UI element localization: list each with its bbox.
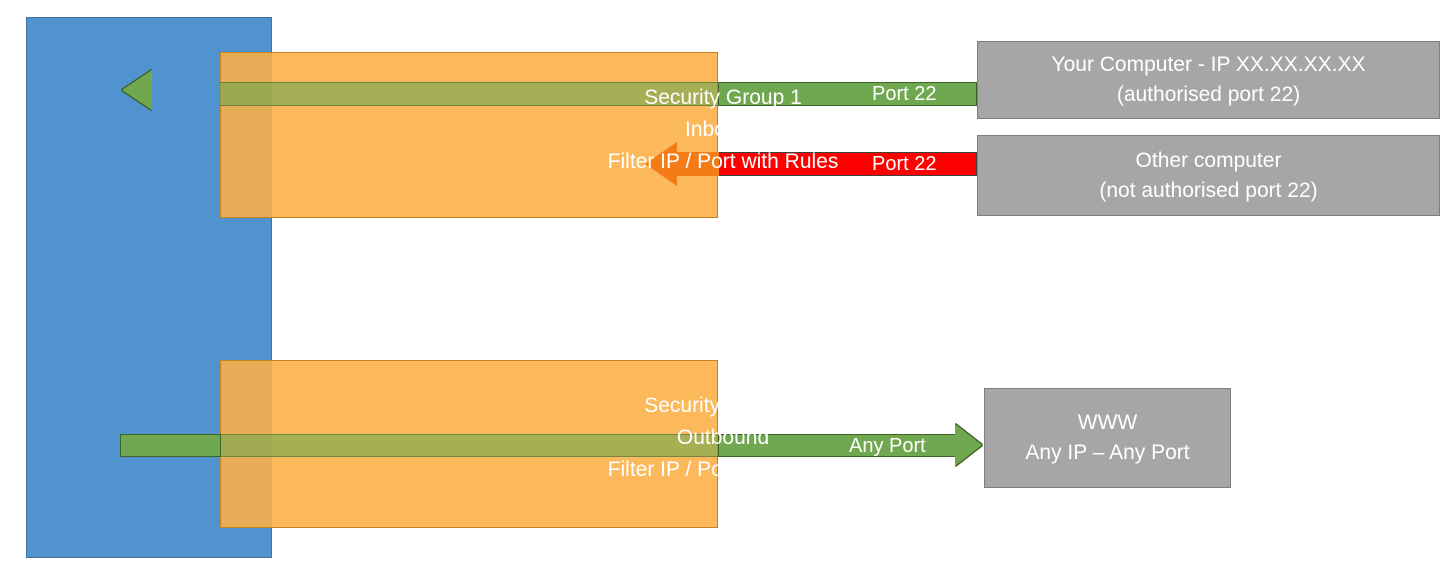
- denied-inbound-arrow-head-icon: [645, 142, 677, 186]
- denied-inbound-arrow-tail: [677, 152, 719, 176]
- allowed-outbound-arrow-head-icon: [955, 424, 982, 466]
- www-box: WWW Any IP – Any Port: [984, 388, 1231, 488]
- your-computer-box: Your Computer - IP XX.XX.XX.XX (authoris…: [977, 41, 1440, 119]
- ec2-instance-label: EC2 Instance IP XX.XX.XX.XX: [0, 245, 1446, 305]
- security-group-inbound-box: [220, 52, 718, 218]
- your-computer-line1: Your Computer - IP XX.XX.XX.XX: [1051, 53, 1366, 76]
- allowed-outbound-band-stub: [120, 434, 221, 457]
- denied-inbound-band: [718, 152, 977, 176]
- allowed-outbound-band-overlap: [220, 434, 719, 457]
- ec2-instance-label-line1: EC2 Instance: [659, 248, 787, 271]
- your-computer-line2: (authorised port 22): [1116, 83, 1301, 106]
- allowed-outbound-port-label: Any Port: [849, 435, 926, 457]
- www-line1: WWW: [1077, 411, 1138, 434]
- allowed-inbound-band-overlap: [220, 82, 719, 106]
- allowed-inbound-arrow-head-icon: [122, 70, 152, 110]
- allowed-inbound-port-label: Port 22: [872, 83, 937, 105]
- other-computer-box: Other computer (not authorised port 22): [977, 135, 1440, 216]
- ec2-instance-label-line2: IP XX.XX.XX.XX: [645, 278, 801, 301]
- www-line2: Any IP – Any Port: [1025, 441, 1190, 464]
- allowed-inbound-band: [718, 82, 977, 106]
- other-computer-line1: Other computer: [1135, 148, 1282, 172]
- denied-inbound-port-label: Port 22: [872, 153, 937, 175]
- other-computer-line2: (not authorised port 22): [1099, 178, 1318, 202]
